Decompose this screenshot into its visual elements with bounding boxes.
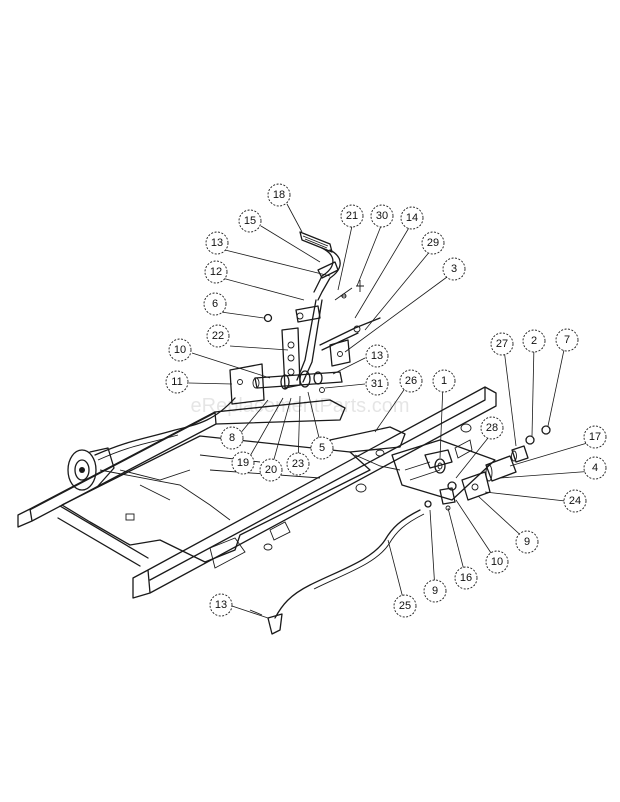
wheel-brake-assembly: [67, 397, 236, 491]
callout-2: 2: [522, 329, 546, 353]
svg-text:1: 1: [441, 375, 447, 387]
svg-text:12: 12: [210, 266, 222, 278]
callout-13-top: 13: [205, 231, 229, 255]
svg-text:30: 30: [376, 210, 388, 222]
callout-17: 17: [583, 425, 607, 449]
rear-cross-member: [57, 505, 149, 567]
pivot-shaft: [254, 371, 343, 389]
brake-pedal-assembly: [229, 231, 381, 405]
svg-text:13: 13: [211, 237, 223, 249]
svg-text:21: 21: [346, 210, 358, 222]
callout-10-left: 10: [168, 338, 192, 362]
brake-cable-front: [94, 397, 236, 456]
callout-19: 19: [231, 451, 255, 475]
callout-11: 11: [165, 370, 189, 394]
callout-14: 14: [400, 206, 424, 230]
callout-9-bottom: 9: [423, 579, 447, 603]
callout-12: 12: [204, 260, 228, 284]
chassis-frame: [17, 386, 497, 599]
callout-8: 8: [220, 426, 244, 450]
svg-text:8: 8: [229, 432, 235, 444]
svg-text:11: 11: [171, 376, 182, 388]
callout-4: 4: [583, 456, 607, 480]
svg-text:24: 24: [569, 495, 581, 507]
callout-28: 28: [480, 416, 504, 440]
pedal-arm: [313, 247, 341, 301]
callout-25: 25: [393, 594, 417, 618]
left-frame-rail: [17, 411, 217, 528]
callout-18: 18: [267, 183, 291, 207]
callouts: 18 15 21 30 14 13 29 12 3 6 22 10 13 11 …: [165, 183, 607, 618]
right-frame-rail: [132, 386, 497, 599]
floor-pan: [61, 435, 371, 563]
svg-text:27: 27: [496, 338, 508, 350]
callout-31: 31: [365, 372, 389, 396]
svg-text:4: 4: [592, 462, 598, 474]
svg-text:16: 16: [460, 572, 472, 584]
bushing-27: [511, 445, 529, 463]
callout-1: 1: [432, 369, 456, 393]
svg-text:3: 3: [451, 263, 457, 275]
rear-bracket-plate: [391, 439, 496, 501]
callout-16: 16: [454, 566, 478, 590]
callout-26: 26: [399, 369, 423, 393]
svg-text:5: 5: [319, 442, 325, 454]
svg-text:23: 23: [292, 458, 304, 470]
callout-27: 27: [490, 332, 514, 356]
svg-text:14: 14: [406, 212, 418, 224]
callout-13-bottom: 13: [209, 593, 233, 617]
callout-13-mid: 13: [365, 344, 389, 368]
callout-21: 21: [340, 204, 364, 228]
pedal-pad: [299, 231, 333, 253]
svg-text:19: 19: [237, 457, 249, 469]
svg-text:18: 18: [273, 189, 285, 201]
callout-29: 29: [421, 231, 445, 255]
callout-7: 7: [555, 328, 579, 352]
callout-24: 24: [563, 489, 587, 513]
svg-text:10: 10: [174, 344, 186, 356]
svg-text:7: 7: [564, 334, 570, 346]
svg-text:15: 15: [244, 215, 256, 227]
watermark: eReplacementParts.com: [191, 395, 410, 417]
rear-linkage: [249, 425, 551, 635]
svg-text:25: 25: [399, 600, 411, 612]
callout-30: 30: [370, 204, 394, 228]
brake-cable-rear: [274, 509, 421, 619]
callout-5: 5: [310, 436, 334, 460]
callout-6: 6: [203, 292, 227, 316]
callout-20: 20: [259, 458, 283, 482]
svg-text:29: 29: [427, 237, 439, 249]
svg-text:31: 31: [371, 378, 383, 390]
callout-10-right: 10: [485, 550, 509, 574]
callout-9-right: 9: [515, 530, 539, 554]
svg-text:13: 13: [215, 599, 227, 611]
svg-text:17: 17: [589, 431, 601, 443]
callout-3: 3: [442, 257, 466, 281]
mid-cross-brace: [329, 426, 406, 453]
svg-text:6: 6: [212, 298, 218, 310]
svg-text:13: 13: [371, 350, 383, 362]
svg-text:9: 9: [524, 536, 530, 548]
callout-15: 15: [238, 209, 262, 233]
svg-text:28: 28: [486, 422, 498, 434]
svg-text:26: 26: [405, 375, 417, 387]
svg-text:22: 22: [212, 330, 224, 342]
svg-text:9: 9: [432, 585, 438, 597]
callout-22: 22: [206, 324, 230, 348]
svg-text:2: 2: [531, 335, 537, 347]
svg-text:10: 10: [491, 556, 503, 568]
callout-23: 23: [286, 452, 310, 476]
svg-text:20: 20: [265, 464, 277, 476]
leader-lines: [188, 203, 595, 619]
front-cross-member: [214, 399, 346, 425]
rod-end-17: [485, 455, 517, 482]
